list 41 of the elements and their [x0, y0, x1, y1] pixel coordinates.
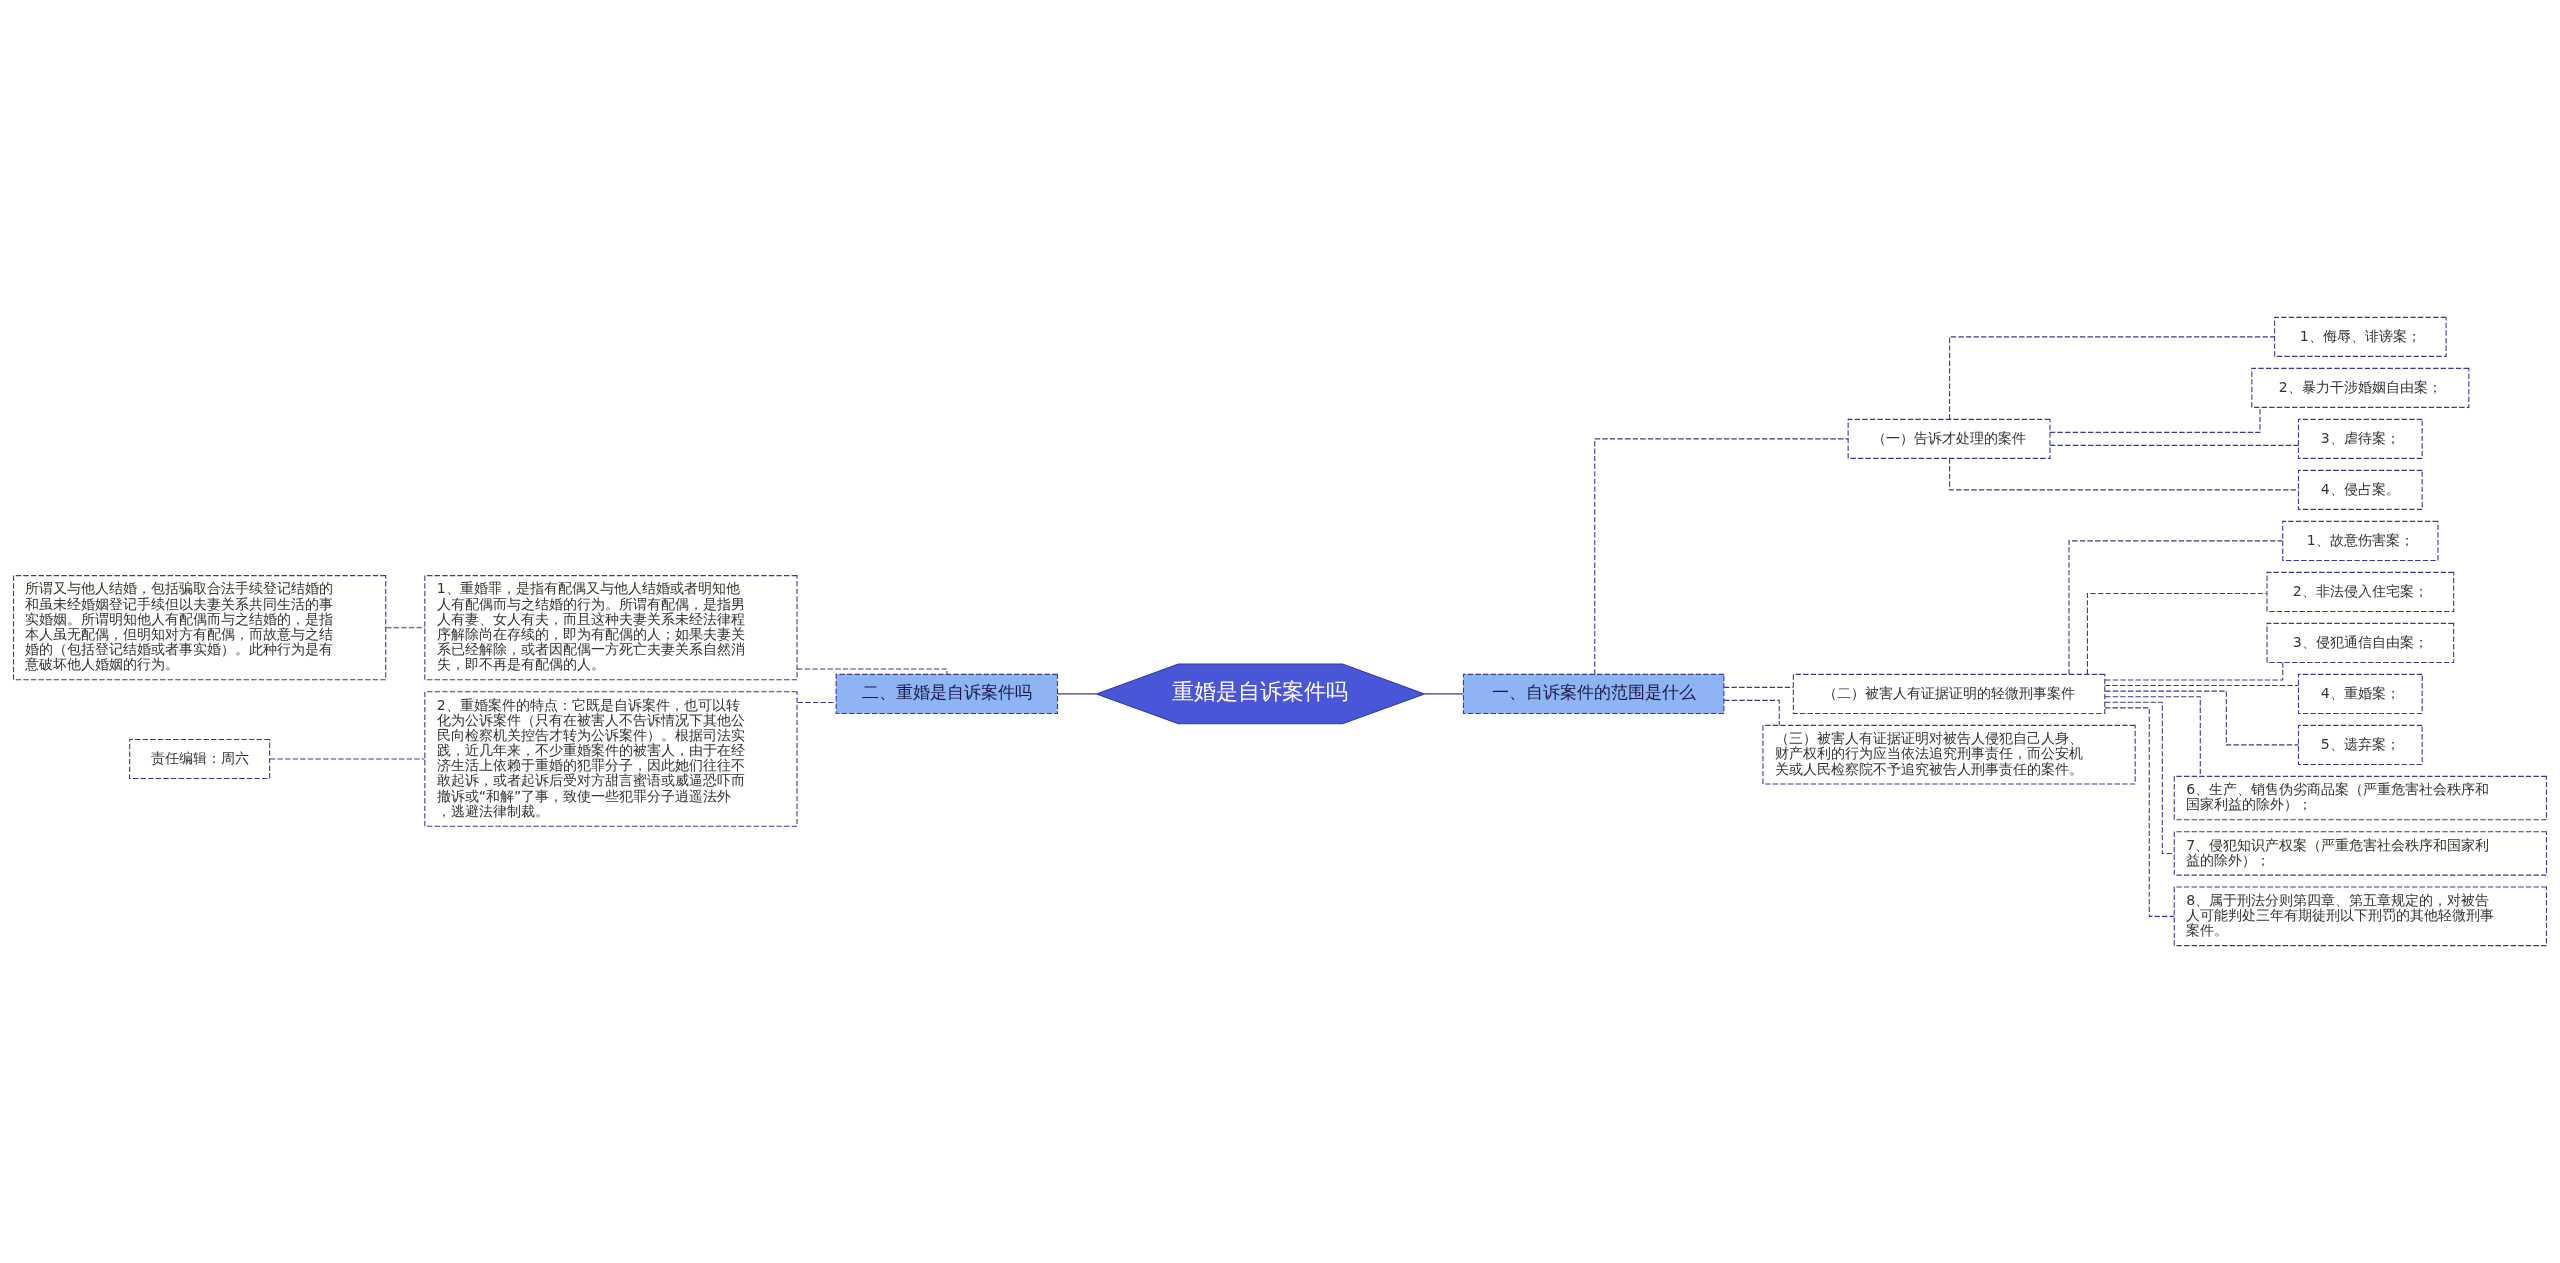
connector: [1949, 457, 2299, 491]
connector: [1057, 693, 1097, 695]
connector: [2104, 701, 2175, 854]
node-box: 7、侵犯知识产权案（严重危害社会秩序和国家利益的除外）；: [2173, 831, 2547, 876]
connector: [1424, 693, 1464, 695]
node-box: （二）被害人有证据证明的轻微刑事案件: [1792, 673, 2106, 714]
node-box: 3、侵犯通信自由案；: [2266, 622, 2455, 663]
connector: [2086, 592, 2268, 675]
node-box: 一、自诉案件的范围是什么: [1462, 673, 1725, 714]
connector: [2049, 406, 2261, 433]
node-box: 1、重婚罪，是指有配偶又与他人结婚或者明知他人有配偶而与之结婚的行为。所谓有配偶，是指男人有妻、女人有夫，而且这种夫妻关系未经法律程序解除尚在存续的，即为有配偶的人；如果夫妻关系已经解除，或者因配偶一方死亡夫妻关系自然消失，即不再是有配偶的人。: [424, 575, 798, 681]
node-box: 3、虐待案；: [2297, 418, 2423, 459]
connector: [269, 758, 426, 760]
connector: [1723, 686, 1794, 688]
connector: [2049, 444, 2299, 446]
connector: [2104, 690, 2299, 746]
connector: [2104, 696, 2201, 777]
node-box: （一）告诉才处理的案件: [1847, 418, 2051, 459]
connector: [1723, 699, 1780, 726]
connector: [1594, 438, 1849, 675]
connector: [1949, 336, 2275, 420]
connector: [796, 668, 948, 675]
node-box: 1、故意伤害案；: [2282, 520, 2439, 561]
node-box: 5、遗弃案；: [2297, 724, 2423, 765]
node-box: （三）被害人有证据证明对被告人侵犯自己人身、财产权利的行为应当依法追究刑事责任，而公安机关或人民检察院不予追究被告人刑事责任的案件。: [1762, 724, 2136, 785]
connector: [2104, 662, 2284, 681]
node-box: 4、重婚案；: [2297, 673, 2423, 714]
node-box: 所谓又与他人结婚，包括骗取合法手续登记结婚的和虽未经婚姻登记手续但以夫妻关系共同生活的事实婚姻。所谓明知他人有配偶而与之结婚的，是指本人虽无配偶，但明知对方有配偶，而故意与之结婚的（包括登记结婚或者事实婚）。此种行为是有意破坏他人婚姻的行为。: [13, 575, 387, 681]
node-box: 4、侵占案。: [2297, 469, 2423, 510]
node-box: 8、属于刑法分则第四章、第五章规定的，对被告人可能判处三年有期徒刑以下刑罚的其他轻微刑事案件。: [2173, 886, 2547, 947]
node-box: 1、侮辱、诽谤案；: [2274, 316, 2447, 357]
connector: [2104, 685, 2299, 687]
node-box: 二、重婚是自诉案件吗: [835, 673, 1059, 714]
node-box: 6、生产、销售伪劣商品案（严重危害社会秩序和国家利益的除外）；: [2173, 775, 2547, 821]
node-box: 2、重婚案件的特点：它既是自诉案件，也可以转化为公诉案件（只有在被害人不告诉情况下其他公民向检察机关控告才转为公诉案件）。根据司法实践，近几年来，不少重婚案件的被害人，由于在经济生活上依赖于重婚的犯罪分子，因此她们往往不敢起诉，或者起诉后受对方甜言蜜语或威逼恐吓而撤诉或“和解”了事，致使一些犯罪分子逍遥法外，逃避法律制裁。: [424, 691, 798, 827]
node-box: 2、暴力干涉婚姻自由案；: [2251, 367, 2470, 408]
node-box: 2、非法侵入住宅案；: [2266, 571, 2455, 612]
connector: [797, 702, 837, 704]
connector: [385, 627, 426, 629]
connector: [2068, 540, 2284, 675]
node-box: 责任编辑：周六: [129, 738, 271, 780]
